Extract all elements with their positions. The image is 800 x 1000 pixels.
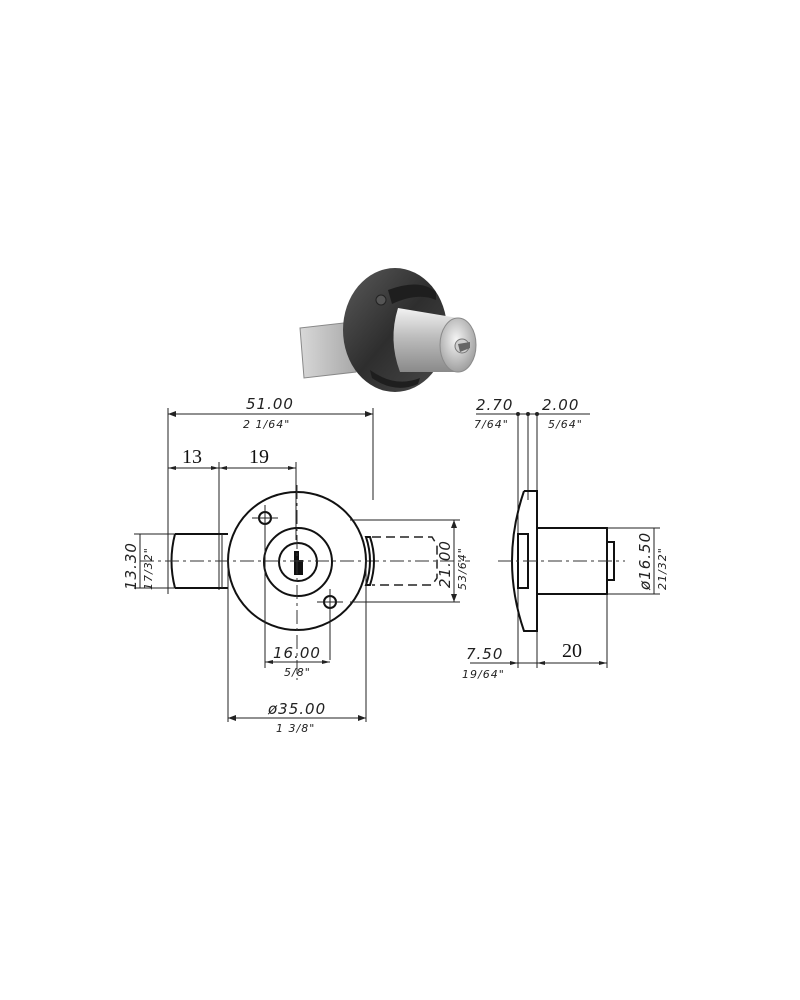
- dim-flange-thickness-a-inch: 7/64": [474, 418, 509, 431]
- dim-cylinder-length: 20: [562, 640, 582, 662]
- dim-cam-height-inch: 17/32": [142, 547, 155, 590]
- dim-cam-width-mm: 21.00: [436, 540, 454, 588]
- dimension-labels: 51.00 2 1/64" 13 19 13.30 17/32" 21.00 5…: [122, 395, 669, 735]
- photo-lock: [299, 268, 477, 392]
- front-view: [134, 408, 470, 722]
- dim-cam-height-mm: 13.30: [122, 542, 140, 590]
- dim-cylinder-diameter-inch: 21/32": [656, 547, 669, 590]
- dim-flange-offset-inch: 19/64": [462, 668, 505, 681]
- dim-cam-width-inch: 53/64": [456, 547, 469, 590]
- dim-hole-spacing-mm: 16.00: [273, 644, 321, 662]
- dim-flange-thickness-a-mm: 2.70: [476, 396, 513, 414]
- dim-overall-width-mm: 51.00: [246, 395, 294, 413]
- dim-flange-thickness-b-inch: 5/64": [548, 418, 583, 431]
- dim-flange-thickness-b-mm: 2.00: [542, 396, 579, 414]
- dim-cam-length: 13: [182, 446, 202, 468]
- dim-overall-width-inch: 2 1/64": [243, 418, 290, 431]
- dim-cylinder-diameter-mm: ø16.50: [636, 532, 654, 591]
- dim-flange-diameter-mm: ø35.00: [267, 700, 326, 718]
- side-view: [470, 412, 660, 668]
- dim-cam-to-center: 19: [249, 446, 269, 468]
- dim-flange-diameter-inch: 1 3/8": [276, 722, 315, 735]
- dim-hole-spacing-inch: 5/8": [284, 666, 311, 679]
- dim-flange-offset-mm: 7.50: [466, 645, 503, 663]
